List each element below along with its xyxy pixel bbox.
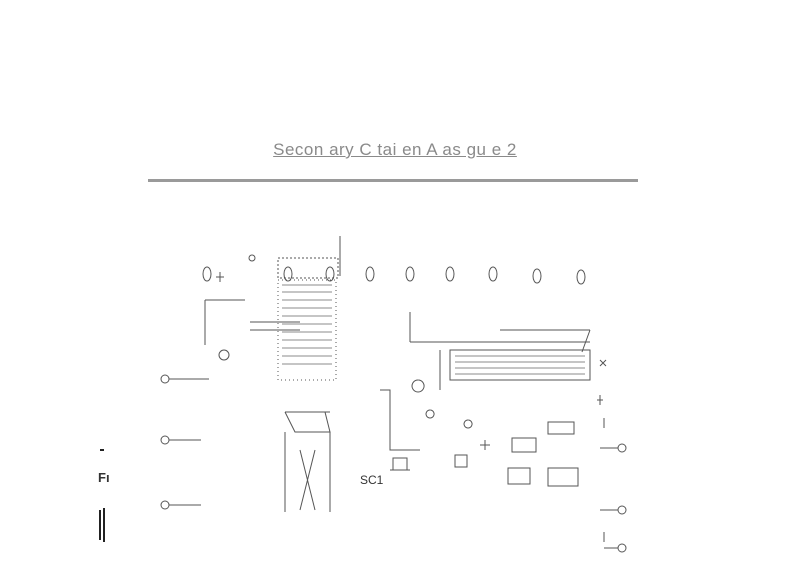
side-label: Fı (98, 470, 110, 485)
equipment-boxes (392, 421, 579, 487)
diagram-sc-label: SC1 (360, 473, 384, 487)
title-underline-rule (148, 179, 638, 182)
containment-structure (284, 411, 331, 512)
right-grid-bubbles (600, 443, 627, 553)
grid-bubbles (202, 254, 586, 285)
page-title: Secon ary C tai en A as gu e 2 (273, 140, 517, 159)
building-outline (277, 236, 591, 471)
misc-symbols (411, 359, 607, 542)
scan-edge-marks (99, 449, 105, 542)
left-grid-bubbles (160, 299, 300, 510)
hatching (282, 284, 585, 375)
